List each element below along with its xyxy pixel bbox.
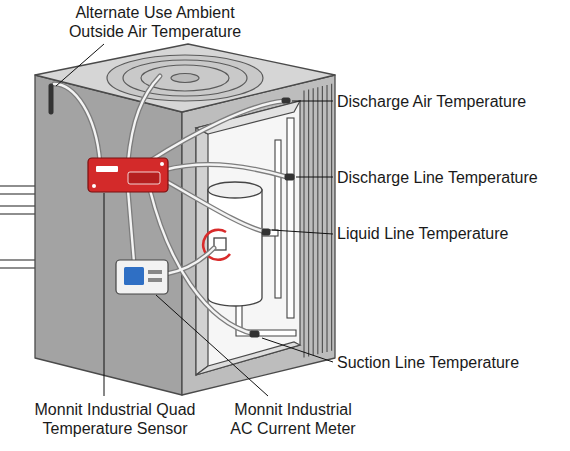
coil-fin [303, 91, 304, 358]
coil-fin [317, 87, 318, 354]
coil-fin [331, 84, 332, 351]
leader-lines [56, 44, 333, 396]
fan-grille [107, 55, 263, 101]
ac-current-meter [116, 260, 168, 294]
point-label: Discharge Line Temperature [337, 168, 538, 187]
point-label: Liquid Line Temperature [337, 224, 508, 243]
temperature-probes [49, 84, 294, 337]
coil-fin [326, 85, 327, 352]
refrigerant-pipes [0, 186, 38, 268]
quad-temperature-sensor [88, 158, 168, 192]
device-label: Monnit Industrial Quad Temperature Senso… [20, 400, 210, 438]
coil-fin [322, 86, 323, 353]
coil-fin [308, 89, 309, 356]
point-label: Discharge Air Temperature [337, 92, 526, 111]
point-label: Suction Line Temperature [337, 353, 519, 372]
sensor-label: Alternate Use Ambient Outside Air Temper… [50, 3, 260, 41]
sensor-cables [54, 76, 287, 334]
device-label: Monnit Industrial AC Current Meter [218, 400, 368, 438]
coil-fin [313, 88, 314, 355]
coil-fins [304, 84, 332, 358]
compressor [208, 182, 262, 306]
condenser-housing [35, 44, 335, 395]
sensor-cables-core [54, 76, 287, 334]
